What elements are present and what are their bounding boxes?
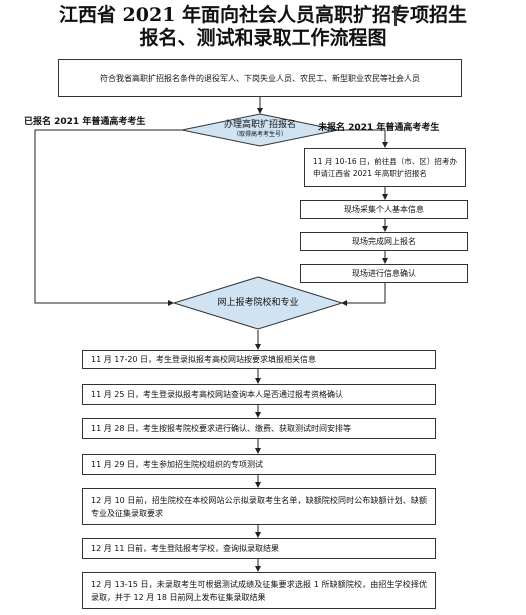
diamond1-sub-label: （取得高考考生号） — [232, 131, 287, 138]
timeline-step-3: 11 月 28 日，考生按报考院校要求进行确认、缴费、获取测试时间安排等 — [82, 418, 436, 439]
timeline-step-5: 12 月 10 日前，招生院校在本校网站公示拟录取考生名单，缺额院校同时公布缺额… — [82, 488, 436, 525]
registered-branch-label: 已报名 2021 年普通高考考生 — [24, 117, 146, 127]
diamond1-text: 办理高职扩招报名 （取得高考考生号） — [182, 120, 338, 139]
unregistered-branch-label: 未报名 2021 年普通高考考生 — [318, 123, 440, 133]
timeline-step-7: 12 月 13-15 日，未录取考生可根据测试成绩及征集要求选报 1 所缺额院校… — [82, 572, 436, 609]
timeline-step-6: 12 月 11 日前，考生登陆报考学校，查询拟录取结果 — [82, 538, 436, 559]
eligibility-box: 符合我省高职扩招报名条件的退役军人、下岗失业人员、农民工、新型职业农民等社会人员 — [58, 59, 462, 97]
onsite-register-box: 现场完成网上报名 — [300, 232, 468, 251]
onsite-collect-box: 现场采集个人基本信息 — [300, 200, 468, 219]
onsite-confirm-box: 现场进行信息确认 — [300, 264, 468, 283]
timeline-step-4: 11 月 29 日，考生参加招生院校组织的专项测试 — [82, 454, 436, 475]
timeline-step-1: 11 月 17-20 日，考生登录拟报考高校网站按要求填报相关信息 — [82, 350, 436, 369]
timeline-step-2: 11 月 25 日，考生登录拟报考高校网站查询本人是否通过报考资格确认 — [82, 384, 436, 405]
diamond1-main-label: 办理高职扩招报名 — [223, 120, 296, 130]
registration-decision-diamond — [181, 113, 339, 147]
page-title-line1: 江西省 2021 年面向社会人员高职扩招专项招生 — [58, 4, 468, 26]
county-application-box: 11 月 10-16 日，前往县（市、区）招考办申请江西省 2021 年高职扩招… — [304, 148, 466, 187]
apply-online-diamond — [172, 276, 344, 330]
text-cursor — [394, 6, 397, 26]
diamond2-text: 网上报考院校和专业 — [217, 298, 299, 308]
page-title-line2: 报名、测试和录取工作流程图 — [139, 27, 387, 49]
